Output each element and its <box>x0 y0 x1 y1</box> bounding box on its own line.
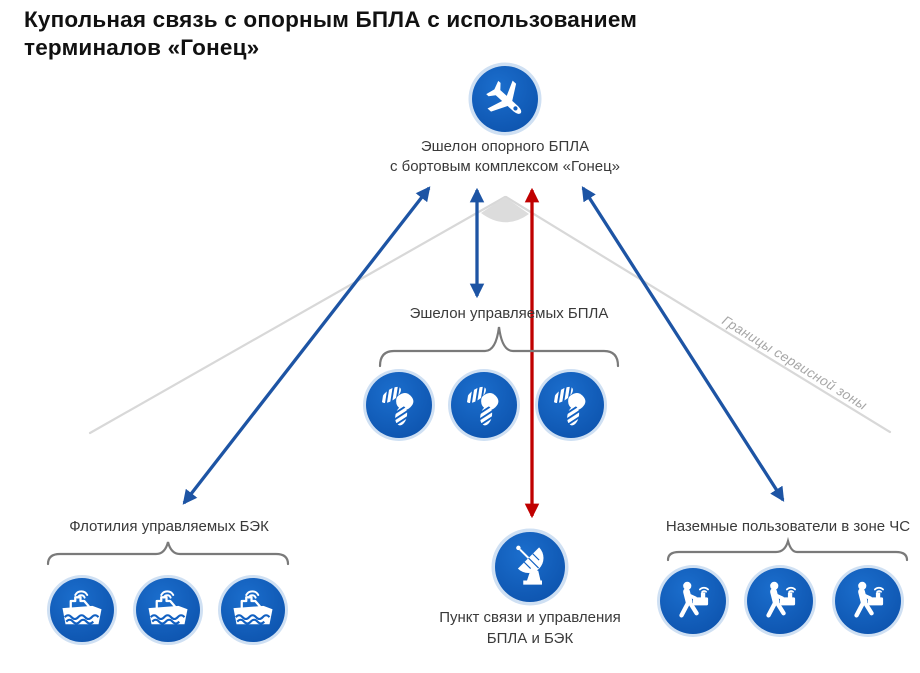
beam-apex-shape <box>481 197 529 223</box>
page-title: Купольная связь с опорным БПЛА с использ… <box>24 6 724 62</box>
ground-users-label: Наземные пользователи в зоне ЧС <box>665 518 911 535</box>
drones-brace <box>378 326 620 368</box>
boat-node-1 <box>47 575 117 645</box>
boat-flotilla-label: Флотилия управляемых БЭК <box>69 518 269 535</box>
users-brace <box>666 536 909 562</box>
relay-uav-node <box>468 62 542 136</box>
drone-node-2 <box>448 369 520 441</box>
user-node-2 <box>744 565 816 637</box>
link-relay-to-users-arrow <box>581 186 785 502</box>
title-line-1: Купольная связь с опорным БПЛА с использ… <box>24 7 638 32</box>
link-relay-to-boats-arrow <box>182 186 431 505</box>
title-line-2: терминалов «Гонец» <box>24 35 260 60</box>
control-station-label: Пункт связи и управления БПЛА и БЭК <box>439 609 621 647</box>
user-node-3 <box>832 565 904 637</box>
control-station-node <box>491 528 569 606</box>
controlled-uavs-label: Эшелон управляемых БПЛА <box>409 305 609 322</box>
drone-node-3 <box>535 369 607 441</box>
boats-brace <box>46 541 290 566</box>
drone-node-1 <box>363 369 435 441</box>
boat-node-2 <box>133 575 203 645</box>
boat-node-3 <box>218 575 288 645</box>
relay-uav-label: Эшелон опорного БПЛА с бортовым комплекс… <box>389 138 621 175</box>
service-zone-label: Границы сервисной зоны <box>719 313 869 413</box>
user-node-1 <box>657 565 729 637</box>
